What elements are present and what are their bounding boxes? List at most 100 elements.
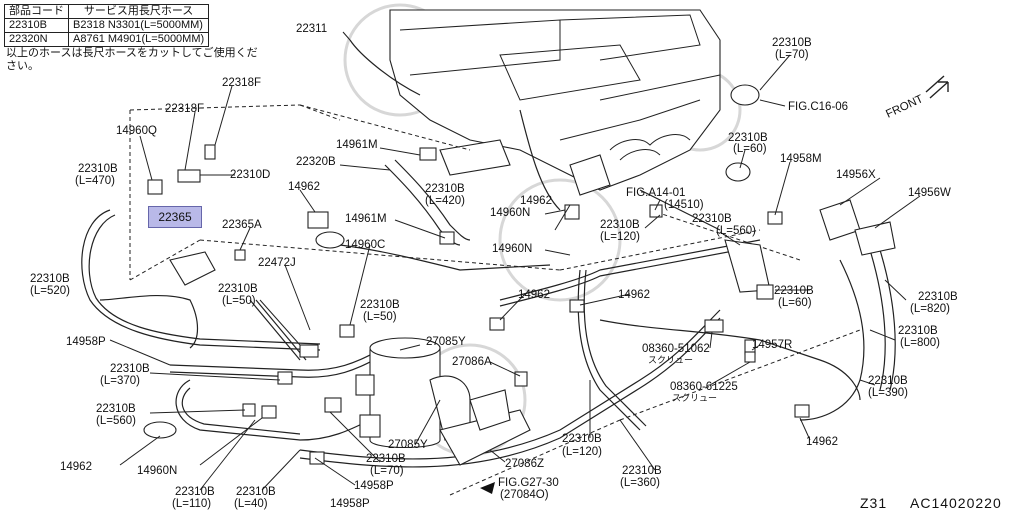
part-label: (L=50) xyxy=(363,311,397,323)
part-label: 22310B xyxy=(236,486,276,498)
part-label: 27085Y xyxy=(388,439,428,451)
leader-lines xyxy=(109,31,921,491)
front-label: FRONT xyxy=(884,93,925,121)
part-label: 14960N xyxy=(490,207,530,219)
part-label: 27086A xyxy=(452,356,492,368)
part-label: 22310B xyxy=(110,363,150,375)
figure-reference: FIG.C16-06 xyxy=(788,101,848,113)
part-label: 22310B xyxy=(78,163,118,175)
part-label: 22472J xyxy=(258,257,296,269)
part-label: 22310B xyxy=(30,273,70,285)
part-label: (L=70) xyxy=(775,49,809,61)
part-label: (L=120) xyxy=(600,231,640,243)
figure-reference: (14510) xyxy=(664,199,704,211)
part-label: 22310B xyxy=(622,465,662,477)
table-cell: 22320N xyxy=(4,32,69,47)
part-label: (L=560) xyxy=(716,225,756,237)
part-label: (L=520) xyxy=(30,285,70,297)
part-label: スクリュー xyxy=(672,393,717,403)
part-label: 14960N xyxy=(137,465,177,477)
table-row: 22320N A8761 M4901(L=5000MM) xyxy=(4,32,210,47)
diagram-code: AC14020220 xyxy=(910,495,1002,510)
part-label: 08360-51062 xyxy=(642,343,710,355)
part-label: 22320B xyxy=(296,156,336,168)
part-label: (L=110) xyxy=(172,498,211,510)
part-label: 22310B xyxy=(918,291,958,303)
hose-usage-note: 以上のホースは長尺ホースをカットしてご使用ください。 xyxy=(6,47,258,72)
part-label: 22310B xyxy=(600,219,640,231)
part-label: 14958M xyxy=(780,153,822,165)
part-label: 08360-61225 xyxy=(670,381,738,393)
part-label: (L=390) xyxy=(868,387,908,399)
part-label: 14956X xyxy=(836,169,876,181)
part-label: 14961M xyxy=(336,139,378,151)
table-header: サービス用長尺ホース xyxy=(67,4,210,19)
part-label: (L=50) xyxy=(222,295,256,307)
table-header: 部品コード xyxy=(4,4,69,19)
part-label: 14962 xyxy=(518,289,550,301)
part-label: 22310B xyxy=(218,283,258,295)
part-label: 22310B xyxy=(96,403,136,415)
part-label: 27086Z xyxy=(505,458,544,470)
part-label: 22310B xyxy=(868,375,908,387)
part-label: (L=420) xyxy=(425,195,465,207)
table-cell: A8761 M4901(L=5000MM) xyxy=(67,32,210,47)
part-label: 14962 xyxy=(288,181,320,193)
part-label: (L=60) xyxy=(733,143,767,155)
part-label: 22318F xyxy=(165,103,204,115)
reference-lines xyxy=(129,104,861,496)
part-label: 22310B xyxy=(425,183,465,195)
part-label: 14958P xyxy=(66,336,106,348)
part-label: 22310B xyxy=(366,453,406,465)
part-label: 22310B xyxy=(772,37,812,49)
part-label: 14957R xyxy=(752,339,792,351)
table-row: 22310B B2318 N3301(L=5000MM) xyxy=(4,18,210,33)
part-label: 22310B xyxy=(175,486,215,498)
part-label: (L=120) xyxy=(562,446,602,458)
part-label: 14958P xyxy=(330,498,370,510)
part-label: (L=70) xyxy=(370,465,404,477)
hoses xyxy=(81,39,896,468)
part-label: (L=40) xyxy=(234,498,268,510)
part-label: 14960Q xyxy=(116,125,157,137)
part-label: (L=470) xyxy=(75,175,115,187)
part-label: (L=370) xyxy=(100,375,140,387)
model-code: Z31 xyxy=(860,495,887,510)
part-label: 14958P xyxy=(354,480,394,492)
part-label: (L=560) xyxy=(96,415,136,427)
table-cell: 22310B xyxy=(4,18,69,33)
figure-reference: FIG.G27-30 xyxy=(498,477,559,489)
part-label: 22365A xyxy=(222,219,262,231)
front-arrow-icon xyxy=(925,75,949,99)
highlighted-part-22365[interactable]: 22365 xyxy=(148,206,202,228)
part-label: 14960C xyxy=(345,239,385,251)
part-label: 22310B xyxy=(898,325,938,337)
part-labels: 22311 22310B (L=70) FIG.C16-06 FRONT 223… xyxy=(30,23,958,510)
part-label: 14961M xyxy=(345,213,387,225)
fig-ref-arrow-icon xyxy=(480,482,495,494)
part-label: スクリュー xyxy=(648,355,693,365)
part-label: (L=360) xyxy=(620,477,660,489)
part-label: 22310B xyxy=(562,433,602,445)
engine-intake-assembly xyxy=(389,9,760,196)
part-label: 14962 xyxy=(806,436,838,448)
part-label: (L=820) xyxy=(910,303,950,315)
part-label: (L=60) xyxy=(778,297,812,309)
table-header-row: 部品コード サービス用長尺ホース xyxy=(4,4,210,19)
part-label: 22318F xyxy=(222,77,261,89)
part-label: 22311 xyxy=(296,23,327,35)
part-label: 14962 xyxy=(618,289,650,301)
figure-reference: FIG.A14-01 xyxy=(626,187,685,199)
part-label: 27085Y xyxy=(426,336,466,348)
part-label: 22310B xyxy=(774,285,814,297)
part-label: 22310D xyxy=(230,169,270,181)
part-label: 22310B xyxy=(728,132,768,144)
part-label: 14956W xyxy=(908,187,951,199)
table-cell: B2318 N3301(L=5000MM) xyxy=(67,18,210,33)
figure-reference: (27084O) xyxy=(500,489,549,501)
part-label: 22310B xyxy=(692,213,732,225)
part-label: 22310B xyxy=(360,299,400,311)
part-label: 14960N xyxy=(492,243,532,255)
part-label: 14962 xyxy=(60,461,92,473)
